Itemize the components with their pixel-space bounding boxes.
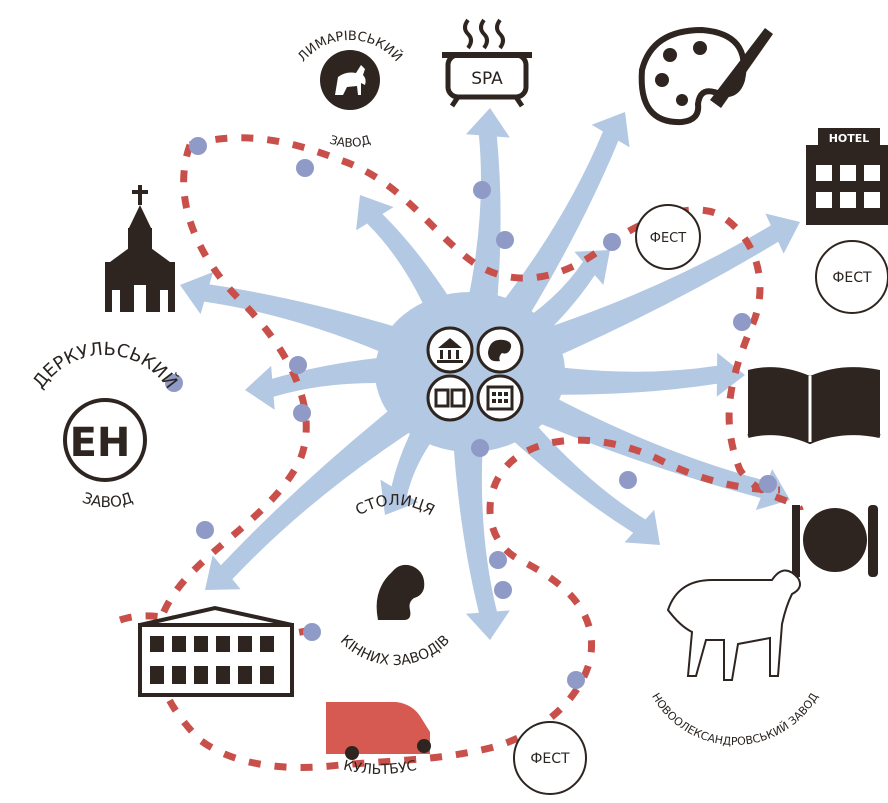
- svg-text:ЗАВОД: ЗАВОД: [328, 133, 372, 150]
- fest-badge-1: ФЕСТ: [635, 204, 701, 270]
- palette-icon: [638, 26, 773, 126]
- kultbus-badge: КУЛЬТБУС: [326, 702, 431, 778]
- church-icon: [105, 185, 175, 312]
- fest-badge-2: ФЕСТ: [815, 240, 888, 314]
- knight-chess-icon: [376, 564, 425, 620]
- fest-badge-3: ФЕСТ: [513, 721, 587, 795]
- hotel-small-icon: [476, 374, 524, 422]
- svg-text:ЗАВОД: ЗАВОД: [80, 489, 135, 512]
- spa-badge: SPA: [442, 18, 532, 108]
- svg-text:КУЛЬТБУС: КУЛЬТБУС: [342, 758, 418, 778]
- hub-blob: [375, 292, 565, 452]
- fest-label-1: ФЕСТ: [650, 231, 686, 246]
- museum-building-icon: [138, 605, 294, 697]
- draft-horse-icon: [666, 569, 801, 681]
- derkulskyi-label-bottom: ЗАВОД: [80, 489, 135, 512]
- svg-text:НОВООЛЕКСАНДРОВСЬКИЙ ЗАВОД: НОВООЛЕКСАНДРОВСЬКИЙ ЗАВОД: [649, 690, 821, 748]
- arrow-to-church: [180, 271, 476, 391]
- derkulskyi-monogram: ЕН: [70, 420, 131, 466]
- lymarivskyi-plant-badge: ЛИМАРІВСЬКИЙ ЗАВОД: [295, 29, 405, 150]
- kultbus-label: КУЛЬТБУС: [342, 758, 418, 778]
- book-small-icon: [426, 374, 474, 422]
- svg-text:КІННИХ ЗАВОДІВ: КІННИХ ЗАВОДІВ: [337, 632, 453, 669]
- spa-label: SPA: [471, 69, 503, 89]
- capital-horse-badge: СТОЛИЦЯ КІННИХ ЗАВОДІВ: [337, 491, 453, 669]
- capital-label-top: СТОЛИЦЯ: [352, 491, 438, 519]
- hotel-icon: HOTEL: [806, 128, 888, 225]
- derkulskyi-plant-badge: ЕН ДЕРКУЛЬСЬКИЙ ЗАВОД: [29, 339, 182, 511]
- dining-icon: [792, 505, 878, 577]
- derkulskyi-label: ДЕРКУЛЬСЬКИЙ: [29, 339, 182, 393]
- steam-icon: [463, 18, 505, 50]
- route-stops: [165, 137, 777, 689]
- svg-text:СТОЛИЦЯ: СТОЛИЦЯ: [352, 491, 438, 519]
- book-icon: [747, 367, 881, 445]
- svg-text:ДЕРКУЛЬСЬКИЙ: ДЕРКУЛЬСЬКИЙ: [29, 339, 182, 393]
- hotel-sign: HOTEL: [829, 132, 870, 145]
- fest-label-3: ФЕСТ: [530, 751, 570, 767]
- capital-label-bottom: КІННИХ ЗАВОДІВ: [337, 632, 453, 669]
- lymarivskyi-label-bottom: ЗАВОД: [328, 133, 372, 150]
- novooleksandrivskyi-label: НОВООЛЕКСАНДРОВСЬКИЙ ЗАВОД: [649, 690, 821, 748]
- center-hub: [426, 326, 524, 422]
- novooleksandrivskyi-plant-badge: НОВООЛЕКСАНДРОВСЬКИЙ ЗАВОД: [649, 569, 821, 748]
- bus-icon: [326, 702, 430, 754]
- fest-label-2: ФЕСТ: [832, 270, 872, 286]
